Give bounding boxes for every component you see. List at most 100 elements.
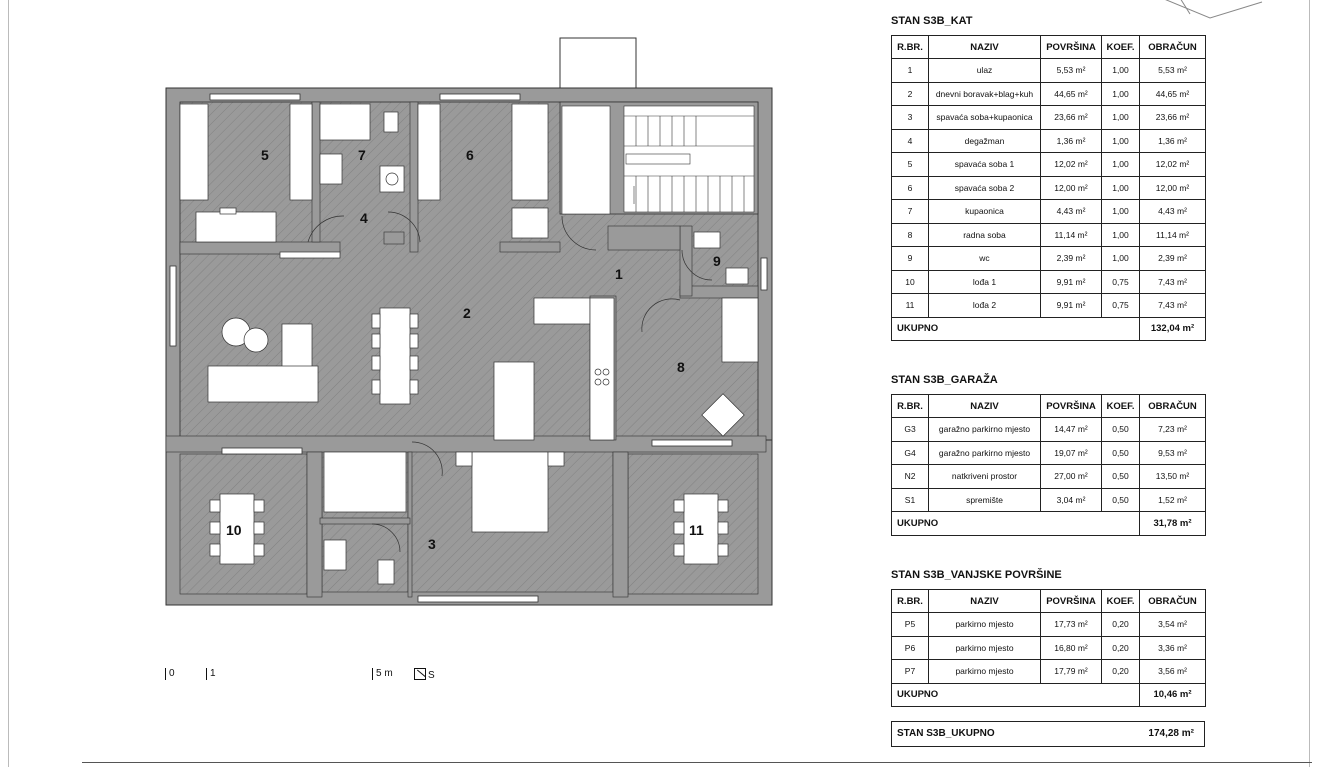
- cell-povrsina: 12,02 m²: [1040, 152, 1102, 177]
- room-label-3: 3: [428, 536, 436, 552]
- scale-0: 0: [165, 668, 175, 680]
- bottom-rule: [82, 762, 1312, 763]
- cell-povrsina: 23,66 m²: [1040, 105, 1102, 130]
- col-rbr: R.BR.: [891, 394, 929, 418]
- cell-naziv: garažno parkirno mjesto: [928, 417, 1041, 442]
- cell-koef: 0,50: [1101, 417, 1140, 442]
- col-povrsina: POVRŠINA: [1040, 394, 1102, 418]
- cell-naziv: spavaća soba+kupaonica: [928, 105, 1041, 130]
- grand-total-box: STAN S3B_UKUPNO 174,28 m²: [891, 721, 1205, 747]
- cell-rbr: 3: [891, 105, 929, 130]
- cell-rbr: 6: [891, 175, 929, 200]
- cell-koef: 1,00: [1101, 246, 1140, 271]
- cell-naziv: radna soba: [928, 222, 1041, 247]
- cell-obracun: 3,56 m²: [1139, 659, 1206, 684]
- cell-rbr: 10: [891, 269, 929, 294]
- cell-obracun: 2,39 m²: [1139, 246, 1206, 271]
- doors: [307, 211, 713, 553]
- page-frame: [8, 0, 1310, 767]
- col-povrsina: POVRŠINA: [1040, 35, 1102, 59]
- col-obracun: OBRAČUN: [1139, 35, 1206, 59]
- room-label-9: 9: [713, 253, 721, 269]
- cell-koef: 0,50: [1101, 464, 1140, 489]
- cell-obracun: 4,43 m²: [1139, 199, 1206, 224]
- cell-obracun: 12,00 m²: [1139, 175, 1206, 200]
- col-naziv: NAZIV: [928, 394, 1041, 418]
- table-header-row: R.BR. NAZIV POVRŠINA KOEF. OBRAČUN: [891, 35, 1206, 59]
- col-rbr: R.BR.: [891, 35, 929, 59]
- stairs: [624, 115, 754, 212]
- table-total-row: UKUPNO 31,78 m²: [891, 511, 1206, 536]
- room-label-8: 8: [677, 359, 685, 375]
- room-label-4: 4: [360, 210, 368, 226]
- cell-rbr: G4: [891, 440, 929, 465]
- cell-naziv: lođa 1: [928, 269, 1041, 294]
- cell-koef: 1,00: [1101, 222, 1140, 247]
- cell-naziv: degažman: [928, 128, 1041, 153]
- grand-total-value: 174,28 m²: [1148, 728, 1194, 739]
- cell-naziv: dnevni boravak+blag+kuh: [928, 81, 1041, 106]
- col-koef: KOEF.: [1101, 589, 1140, 613]
- cell-obracun: 12,02 m²: [1139, 152, 1206, 177]
- total-value: 10,46 m²: [1139, 682, 1206, 707]
- cell-obracun: 3,36 m²: [1139, 635, 1206, 660]
- cell-koef: 1,00: [1101, 81, 1140, 106]
- cell-naziv: spavaća soba 1: [928, 152, 1041, 177]
- room-label-11: 11: [689, 522, 704, 538]
- cell-povrsina: 4,43 m²: [1040, 199, 1102, 224]
- cell-rbr: 1: [891, 58, 929, 83]
- top-duct: [559, 37, 637, 89]
- total-value: 132,04 m²: [1139, 316, 1206, 341]
- cell-obracun: 11,14 m²: [1139, 222, 1206, 247]
- cell-povrsina: 17,73 m²: [1040, 612, 1102, 637]
- cell-koef: 0,75: [1101, 269, 1140, 294]
- cell-naziv: parkirno mjesto: [928, 635, 1041, 660]
- north-arrow-icon: [414, 668, 426, 680]
- north-indicator: S: [414, 668, 435, 682]
- cell-koef: 1,00: [1101, 105, 1140, 130]
- cell-povrsina: 5,53 m²: [1040, 58, 1102, 83]
- room-label-5: 5: [261, 147, 269, 163]
- scale-5: 5 m: [372, 668, 393, 680]
- cell-povrsina: 17,79 m²: [1040, 659, 1102, 684]
- cell-rbr: 9: [891, 246, 929, 271]
- col-koef: KOEF.: [1101, 394, 1140, 418]
- col-koef: KOEF.: [1101, 35, 1140, 59]
- cell-koef: 1,00: [1101, 199, 1140, 224]
- room-label-6: 6: [466, 147, 474, 163]
- cell-obracun: 23,66 m²: [1139, 105, 1206, 130]
- cell-koef: 0,75: [1101, 293, 1140, 318]
- floor-plan: 1 2 3 4 5 6 7 8 9 10 11: [165, 37, 773, 606]
- cell-rbr: P7: [891, 659, 929, 684]
- col-povrsina: POVRŠINA: [1040, 589, 1102, 613]
- cell-obracun: 7,43 m²: [1139, 293, 1206, 318]
- cell-rbr: 11: [891, 293, 929, 318]
- cell-obracun: 1,52 m²: [1139, 487, 1206, 512]
- cell-naziv: lođa 2: [928, 293, 1041, 318]
- cell-naziv: kupaonica: [928, 199, 1041, 224]
- cell-koef: 1,00: [1101, 152, 1140, 177]
- cell-koef: 1,00: [1101, 175, 1140, 200]
- total-label: UKUPNO: [891, 682, 1140, 707]
- total-label: UKUPNO: [891, 511, 1140, 536]
- col-obracun: OBRAČUN: [1139, 394, 1206, 418]
- cell-povrsina: 12,00 m²: [1040, 175, 1102, 200]
- cell-povrsina: 3,04 m²: [1040, 487, 1102, 512]
- cell-rbr: 4: [891, 128, 929, 153]
- cell-koef: 0,20: [1101, 635, 1140, 660]
- cell-povrsina: 19,07 m²: [1040, 440, 1102, 465]
- room-label-10: 10: [226, 522, 242, 538]
- cell-obracun: 1,36 m²: [1139, 128, 1206, 153]
